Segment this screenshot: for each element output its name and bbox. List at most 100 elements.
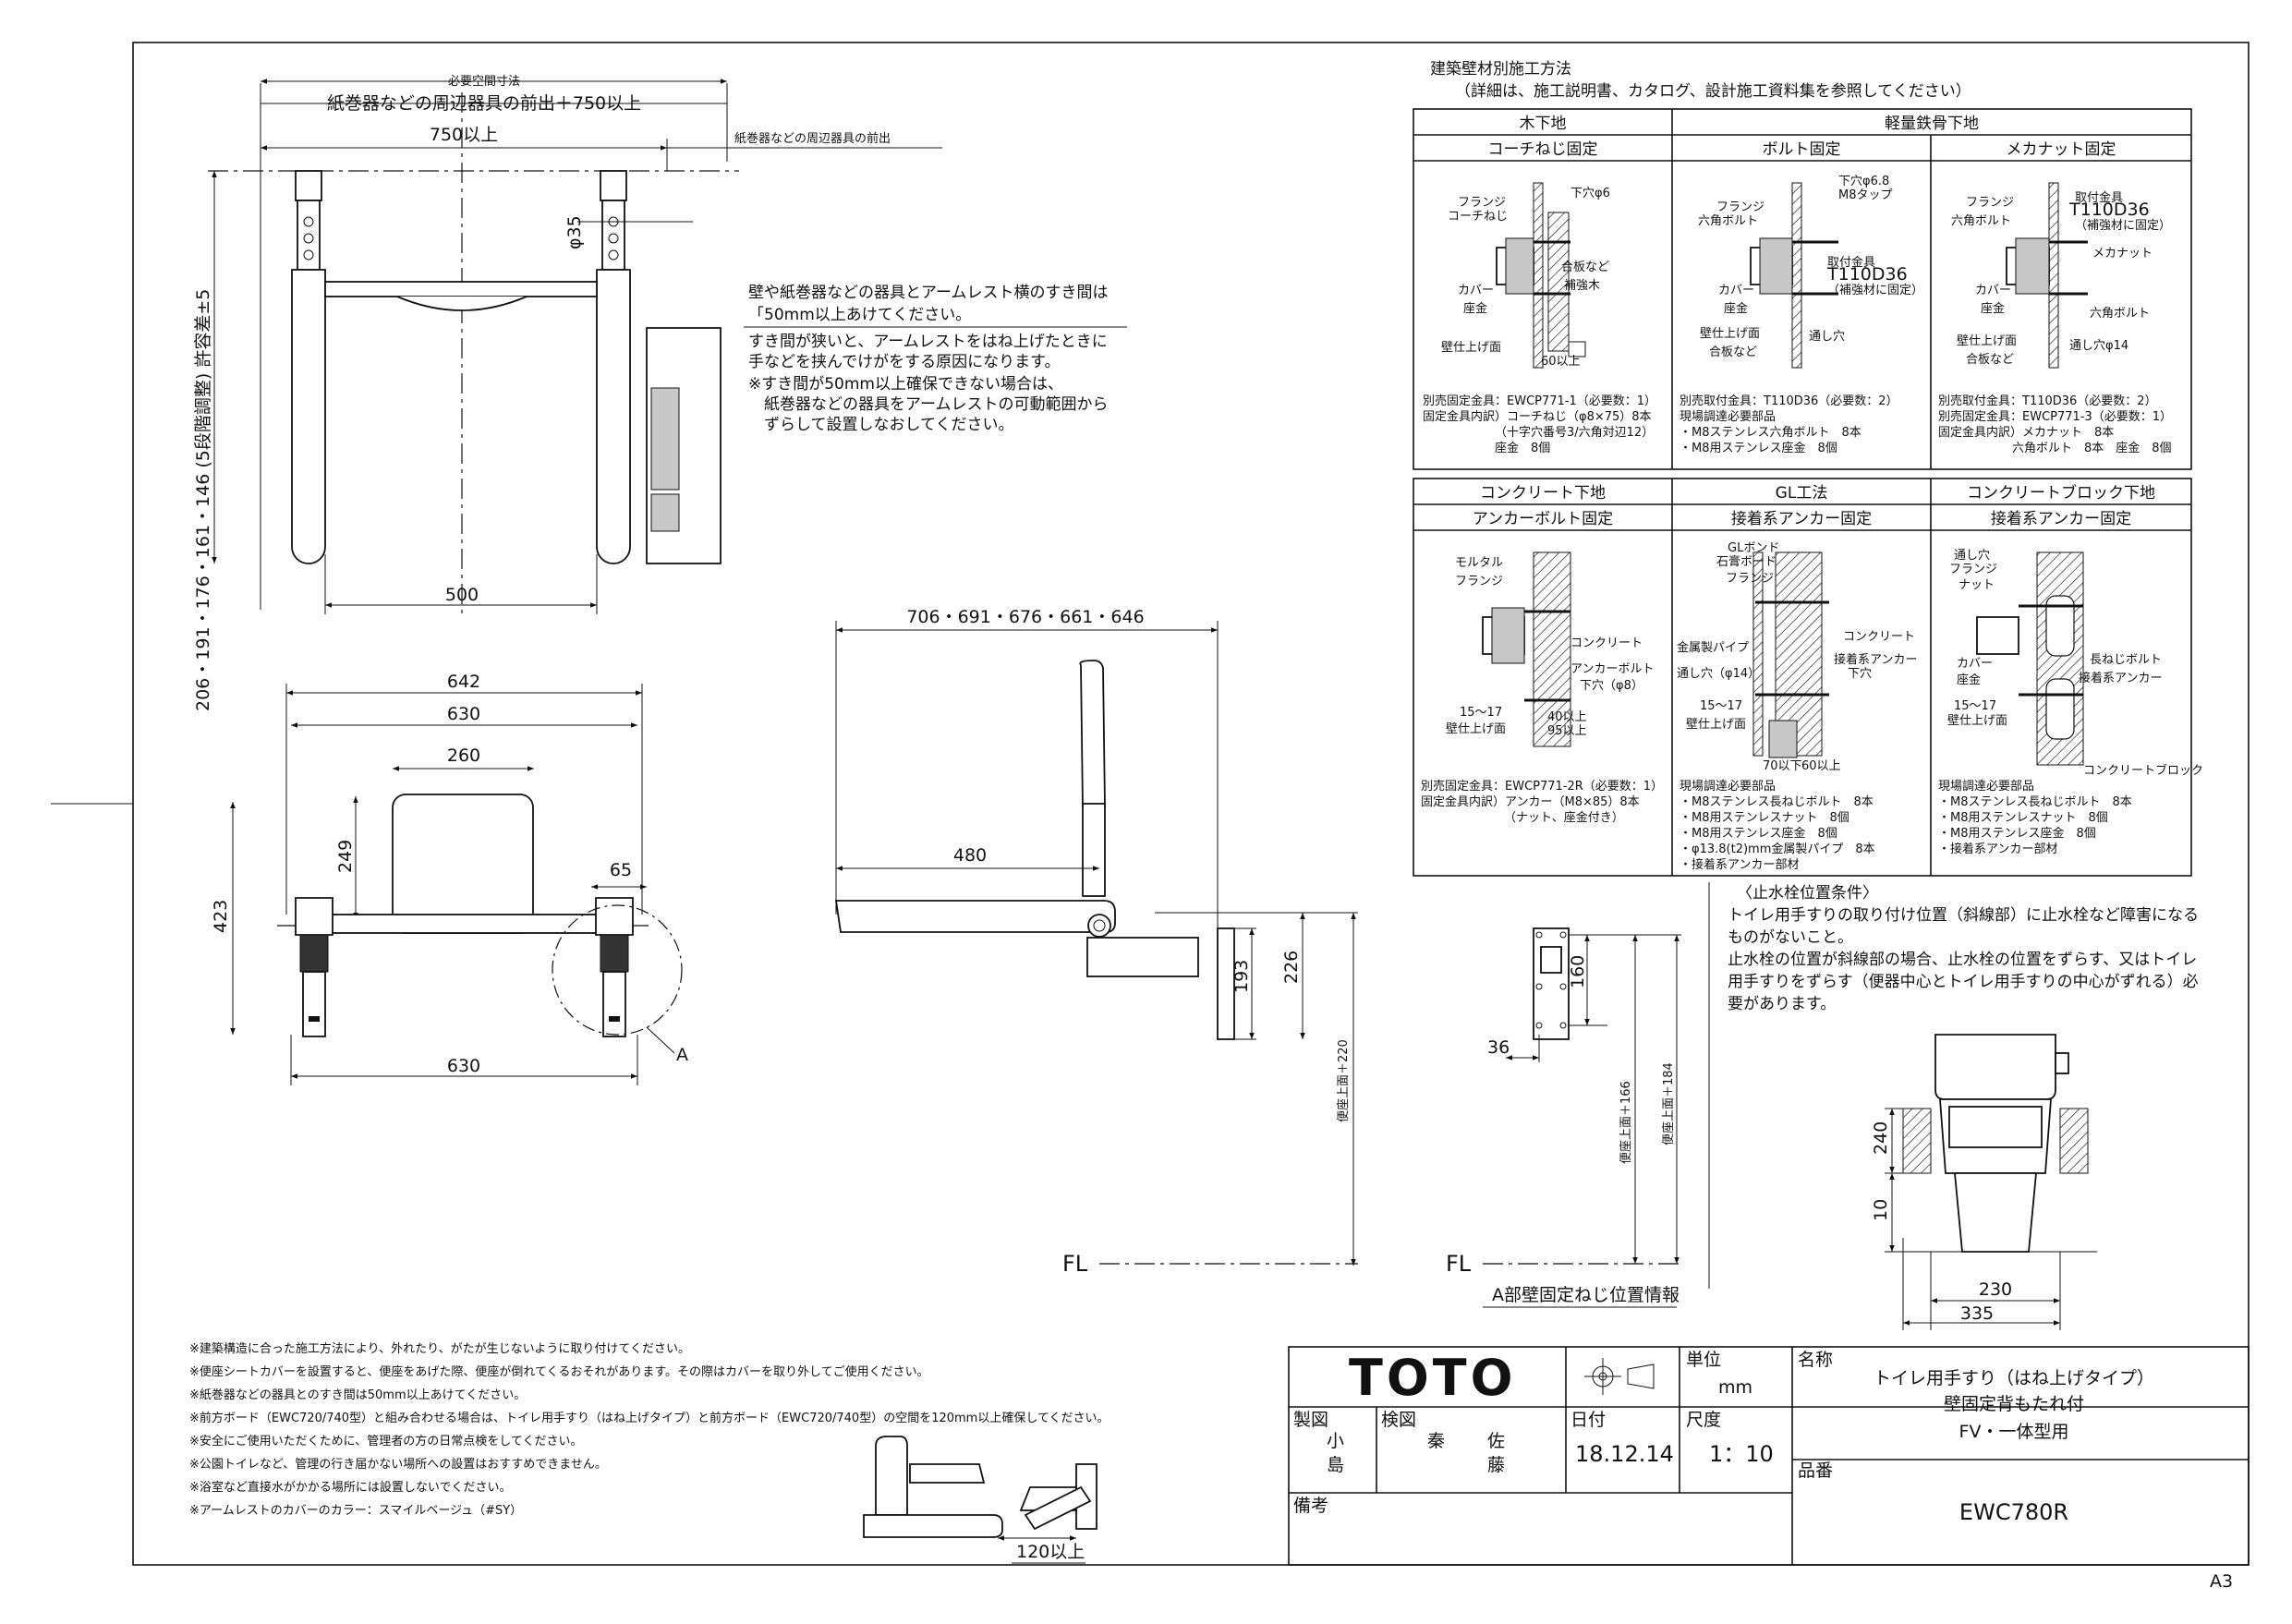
front-w630b: 630 [447, 1056, 480, 1076]
faucet-line-1: ものがないこと。 [1728, 928, 1853, 947]
c6-l5: カバー [1957, 657, 1993, 671]
c5-s2: ・M8用ステンレスナット 8個 [1680, 811, 1849, 825]
c2-s1: 現場調達必要部品 [1680, 410, 1776, 424]
top-side-note: 紙巻器などの周辺器具の前出 [734, 131, 891, 146]
wall-method-4: 接着系アンカー固定 [1731, 510, 1872, 528]
faucet-h10: 10 [1871, 1199, 1891, 1221]
c3-l11: 通し穴φ14 [2069, 339, 2128, 353]
c4-l5: 15～17 [1460, 706, 1502, 720]
c5-l0: GLボンド [1728, 541, 1779, 555]
c1-l0: フランジ [1458, 196, 1506, 210]
side-h193: 193 [1231, 960, 1252, 993]
c3-l8: 六角ボルト [2090, 307, 2150, 321]
wall-table: 建築壁材別施工方法 （詳細は、施工説明書、カタログ、設計施工資料集を参照してくだ… [1413, 60, 2203, 877]
c2-l7: カバー [1718, 284, 1754, 297]
c3-l4: （補強材に固定） [2075, 219, 2171, 233]
remarks-label: 備考 [1293, 1496, 1328, 1516]
detail-seat166: 便座上面＋166 [1619, 1081, 1633, 1164]
front-w65: 65 [610, 860, 632, 880]
c1-l8: 60以上 [1541, 355, 1581, 369]
unit-value: mm [1718, 1377, 1752, 1398]
wall-method-5: 接着系アンカー固定 [1991, 510, 2131, 528]
c6-s3: ・M8用ステンレス座金 8個 [1938, 826, 2096, 841]
detail-w36: 36 [1487, 1037, 1510, 1058]
check-by-1: 佐 [1487, 1431, 1505, 1451]
c4-l4: 下穴（φ8） [1580, 679, 1643, 693]
wall-cell-gl: GLボンド 石膏ボード フランジ コンクリート 金属製パイプ 接着系アンカー 通… [1677, 541, 1917, 872]
front-h423: 423 [211, 900, 231, 933]
name-line-2: FV・一体型用 [1959, 1422, 2069, 1442]
unit-label: 単位 [1686, 1350, 1721, 1370]
wall-subtitle: （詳細は、施工説明書、カタログ、設計施工資料集を参照してください） [1455, 82, 1971, 101]
c1-s1: 固定金具内訳）コーチねじ（φ8×75）8本 [1423, 409, 1652, 424]
check-label: 検図 [1381, 1410, 1416, 1430]
c4-l2: コンクリート [1570, 636, 1643, 650]
wall-group-4: コンクリートブロック下地 [1967, 483, 2155, 503]
note-4: ※安全にご使用いただくために、管理者の方の日常点検をしてください。 [189, 1434, 582, 1448]
wall-cell-concrete: モルタル フランジ コンクリート アンカーボルト 下穴（φ8） 15～17 壁仕… [1421, 551, 1663, 825]
gap-note-2: すき間が狭いと、アームレストをはね上げたときに [748, 333, 1108, 351]
wall-method-2: メカナット固定 [2007, 140, 2116, 159]
c2-s0: 別売取付金具：T110D36（必要数：2） [1680, 394, 1898, 408]
c5-s0: 現場調達必要部品 [1680, 780, 1776, 794]
c6-l9: コンクリートブロック [2083, 763, 2203, 778]
note-2: ※紙巻器などの器具とのすき間は50mm以上あけてください。 [189, 1388, 526, 1402]
note-3: ※前方ボード（EWC720/740型）と組み合わせる場合は、トイレ用手すり（はね… [189, 1411, 1110, 1425]
c3-l2: 取付金具 [2075, 190, 2123, 205]
projection-symbol-icon [1584, 1358, 1655, 1395]
c2-l11: 通し穴 [1809, 330, 1845, 344]
faucet-line-4: 要があります。 [1728, 995, 1836, 1013]
note-1: ※便座シートカバーを設置すると、便座をあげた際、便座が倒れてくるおそれがあります… [189, 1364, 929, 1379]
c4-s1: 固定金具内訳）アンカー（M8×85）8本 [1421, 794, 1640, 809]
top-phi35: φ35 [564, 215, 585, 249]
drawn-by-1: 島 [1327, 1455, 1344, 1475]
scale-value: 1：10 [1709, 1441, 1774, 1467]
wall-group-3: GL工法 [1776, 484, 1828, 503]
gap-note-4: ※すき間が50mm以上確保できない場合は、 [748, 375, 1063, 394]
c5-s5: ・接着系アンカー部材 [1680, 857, 1799, 872]
c1-l7: 壁仕上げ面 [1441, 341, 1501, 355]
c4-l8: 95以上 [1547, 724, 1587, 738]
wall-cell-mechanut: フランジ 六角ボルト 取付金具 T110D36 （補強材に固定） メカナット カ… [1938, 182, 2172, 455]
side-fl: FL [1062, 1251, 1088, 1277]
c6-l1: フランジ [1949, 563, 1997, 576]
c5-s4: ・φ13.8(t2)mm金属製パイプ 8本 [1680, 842, 1875, 856]
combo-sketch: 120以上 [863, 1436, 1097, 1564]
c1-s0: 別売固定金具：EWCP771-1（必要数：1） [1423, 394, 1656, 408]
detail-caption: A部壁固定ねじ位置情報 [1492, 1285, 1680, 1305]
c4-l7: 40以上 [1547, 710, 1587, 724]
c6-l0: 通し穴 [1954, 549, 1990, 563]
c2-l3: 六角ボルト [1698, 214, 1758, 228]
front-w630: 630 [447, 704, 480, 724]
c1-l3: 合板など [1561, 261, 1609, 274]
gap-notes: 壁や紙巻器などの器具とアームレスト横のすき間は 「50mm以上あけてください。 … [744, 284, 1127, 434]
drawn-by-0: 小 [1327, 1431, 1344, 1451]
c4-l0: モルタル [1455, 556, 1503, 570]
scale-label: 尺度 [1686, 1410, 1721, 1430]
c2-l4: 取付金具 [1827, 255, 1875, 270]
faucet-line-0: トイレ用手すりの取り付け位置（斜線部）に止水栓など障害になる [1728, 906, 2199, 925]
faucet-line-3: 用手すりをずらす（便器中心とトイレ用手すりの中心がずれる）必 [1728, 973, 2199, 991]
c2-l8: 座金 [1724, 301, 1748, 316]
detail-seat184: 便座上面＋184 [1662, 1062, 1676, 1145]
c6-l3: 長ねじボルト [2090, 653, 2162, 667]
name-line-0: トイレ用手すり（はね上げタイプ） [1874, 1368, 2154, 1388]
c3-l9: 壁仕上げ面 [1957, 334, 2017, 348]
c6-s1: ・M8ステンレス長ねじボルト 8本 [1938, 795, 2132, 809]
c1-l5: カバー [1458, 284, 1494, 297]
front-w642: 642 [447, 672, 480, 692]
check-by-0: 秦 [1427, 1431, 1445, 1451]
c2-s3: ・M8用ステンレス座金 8個 [1680, 441, 1837, 455]
detail-h160: 160 [1568, 955, 1588, 988]
c6-s4: ・接着系アンカー部材 [1938, 842, 2057, 856]
side-view: 706・691・676・661・646 480 193 226 便座上面＋220… [834, 607, 1358, 1277]
c1-l4: 補強木 [1564, 279, 1600, 293]
wall-method-1: ボルト固定 [1763, 140, 1841, 159]
c5-l8: 15～17 [1700, 699, 1742, 713]
top-view: 必要空間寸法 紙巻器などの周辺器具の前出＋750以上 750以上 紙巻器などの周… [193, 75, 942, 711]
c1-s2: （十字穴番号3/六角対辺12） [1495, 426, 1654, 440]
c6-l4: 接着系アンカー [2079, 671, 2162, 685]
c5-l2: フランジ [1726, 572, 1774, 586]
wall-group-1: 軽量鉄骨下地 [1885, 115, 1979, 133]
